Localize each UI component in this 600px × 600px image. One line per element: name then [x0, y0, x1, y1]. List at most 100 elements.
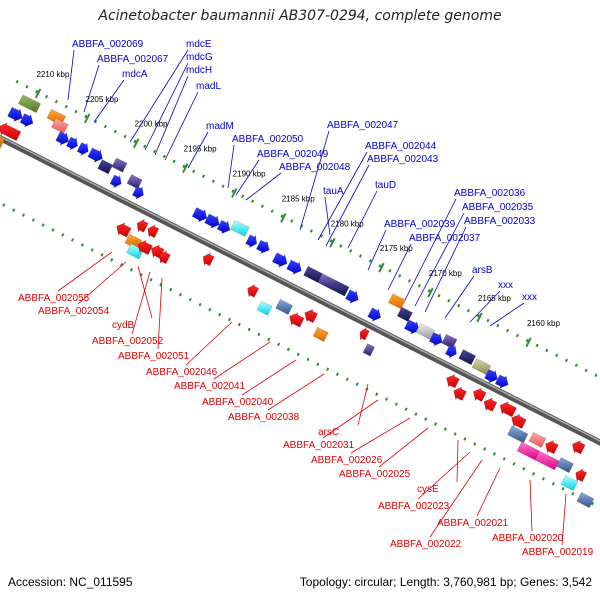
- forward-gene-label: ABBFA_002035: [462, 202, 534, 213]
- forward-gene-blue: [109, 174, 122, 189]
- gene-block-pink: [534, 450, 560, 471]
- forward-gene-blue: [484, 368, 498, 384]
- tick-label: 2200 kbp: [135, 120, 168, 129]
- reverse-gene-red: [116, 222, 132, 238]
- callout-line: [476, 467, 501, 517]
- callout-line: [93, 79, 125, 123]
- tick-label: 2205 kbp: [86, 95, 119, 104]
- forward-gene-label: ABBFA_002050: [232, 134, 304, 145]
- tick-mark: [83, 113, 91, 124]
- tick-mark: [34, 88, 42, 99]
- tick-mark: [329, 237, 336, 248]
- reverse-gene-red: [545, 439, 559, 455]
- gene-block-steel: [275, 298, 294, 315]
- callout-line: [57, 251, 113, 292]
- tick-label: 2165 kbp: [478, 294, 511, 303]
- callout-line: [185, 321, 233, 366]
- forward-gene-blue: [255, 239, 270, 254]
- forward-gene-blue: [286, 259, 302, 275]
- forward-gene-label: ABBFA_002037: [409, 233, 481, 244]
- forward-gene-blue: [216, 219, 231, 235]
- genome-backbone-highlight: [0, 135, 600, 442]
- gene-block-salmon: [528, 431, 547, 448]
- reverse-gene-label: arsC: [318, 427, 339, 438]
- forward-gene-label: arsB: [472, 265, 493, 276]
- reverse-gene-label: ABBFA_002021: [437, 518, 509, 529]
- tick-mark: [182, 163, 189, 174]
- callout-line: [444, 275, 475, 319]
- forward-gene-blue: [367, 307, 381, 322]
- reverse-gene-red: [147, 224, 160, 239]
- callout-line: [77, 261, 127, 305]
- gene-block-salmon: [50, 117, 69, 134]
- forward-gene-label: mdcA: [122, 69, 148, 80]
- tick-label: 2170 kbp: [429, 269, 462, 278]
- forward-gene-blue: [87, 147, 103, 163]
- forward-gene-blue: [19, 113, 34, 128]
- reverse-gene-red: [446, 374, 460, 389]
- forward-gene-blue: [444, 344, 457, 359]
- callout-line: [267, 373, 325, 411]
- callout-line: [235, 159, 260, 196]
- callout-line: [561, 493, 567, 546]
- forward-gene-label: ABBFA_002048: [279, 162, 351, 173]
- reverse-gene-label: ABBFA_002025: [339, 469, 411, 480]
- tick-mark: [476, 312, 483, 323]
- reverse-gene-red: [158, 250, 171, 265]
- gene-block-orange: [388, 293, 406, 310]
- tick-label: 2185 kbp: [282, 194, 315, 203]
- tick-label: 2175 kbp: [380, 244, 413, 253]
- reverse-gene-red: [359, 326, 370, 341]
- callout-line: [317, 151, 368, 241]
- forward-gene-label: ABBFA_002036: [454, 188, 526, 199]
- reverse-gene-red: [483, 397, 498, 412]
- tick-mark: [378, 262, 385, 273]
- reverse-gene-label: ABBFA_002038: [228, 412, 300, 423]
- forward-gene-blue: [66, 136, 78, 151]
- reverse-gene-label: ABBFA_002054: [38, 306, 110, 317]
- callout-line: [245, 172, 282, 201]
- forward-gene-label: ABBFA_002049: [257, 149, 329, 160]
- gene-block-navy: [331, 280, 350, 297]
- callout-line: [529, 479, 533, 532]
- gene-block-steel: [556, 457, 574, 474]
- callout-line: [322, 399, 379, 439]
- ruler-reverse: [0, 201, 600, 510]
- callout-line: [137, 265, 153, 319]
- callout-line: [417, 451, 471, 500]
- callout-line: [429, 459, 483, 538]
- forward-gene-label: ABBFA_002069: [72, 39, 144, 50]
- reverse-gene-label: ABBFA_002051: [118, 351, 190, 362]
- gene-block-cyan: [256, 300, 273, 316]
- forward-gene-label: ABBFA_002047: [327, 120, 399, 131]
- reverse-gene-red: [202, 252, 215, 267]
- forward-gene-blue: [345, 289, 359, 304]
- gene-block-navy: [97, 159, 114, 175]
- reverse-gene-label: ABBFA_002022: [390, 539, 462, 550]
- callout-line: [325, 164, 370, 247]
- gene-block-navy: [396, 306, 413, 322]
- forward-gene-label: tauD: [375, 180, 396, 191]
- callout-line: [378, 427, 429, 468]
- gene-block-purple: [126, 174, 143, 190]
- reverse-gene-red: [511, 413, 527, 429]
- reverse-gene-label: ABBFA_002020: [492, 533, 564, 544]
- tick-mark: [231, 188, 238, 198]
- gene-block-green: [17, 94, 42, 114]
- gene-block-cyan: [230, 219, 250, 237]
- forward-gene-label: mdcH: [186, 65, 212, 76]
- callout-line: [154, 75, 189, 156]
- reverse-gene-red: [473, 387, 487, 402]
- reverse-gene-label: ABBFA_002026: [311, 455, 383, 466]
- reverse-gene-red: [247, 283, 260, 298]
- forward-gene-label: madL: [196, 81, 221, 92]
- gene-block-orange: [0, 136, 6, 149]
- callout-line: [164, 91, 199, 161]
- forward-gene-label: madM: [206, 121, 234, 132]
- map-title: Acinetobacter baumannii AB307-0294, comp…: [98, 8, 502, 24]
- gene-block-steel: [507, 425, 529, 444]
- reverse-gene-red: [289, 312, 305, 328]
- callout-line: [129, 49, 189, 143]
- callout-line: [157, 277, 163, 350]
- callout-line: [213, 341, 271, 380]
